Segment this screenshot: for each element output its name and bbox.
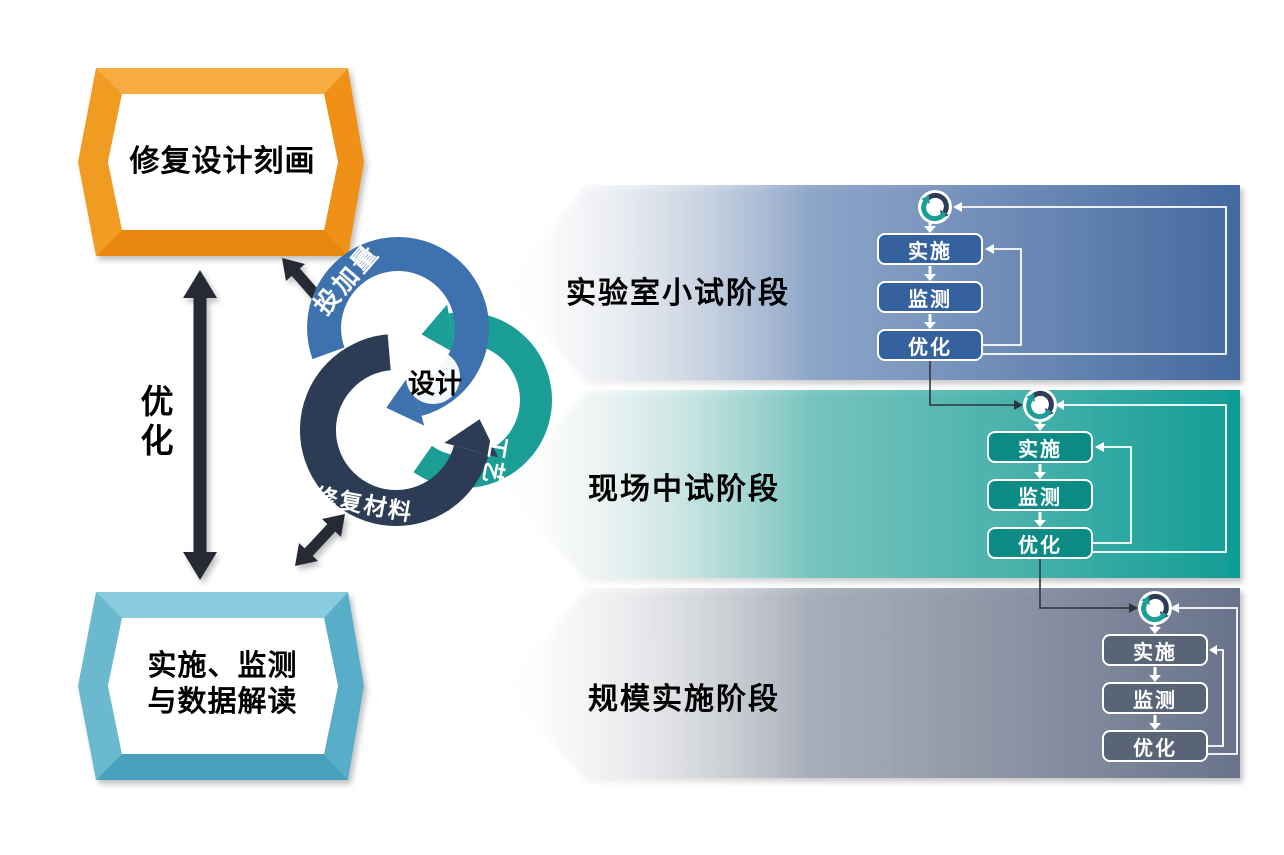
cycle-icon [918, 190, 952, 224]
step-box-monitor: 监测 [987, 479, 1093, 511]
stage1-to-stage2-connector [929, 361, 1023, 410]
cycle-center-label: 设计 [408, 369, 462, 399]
cycle-center-disc [406, 350, 460, 404]
hexagon-bottom-label: 实施、监测 与数据解读 [100, 648, 345, 720]
flow-stage-3 [1174, 607, 1238, 755]
cycle-icon [1023, 388, 1057, 422]
step-box-optimize: 优化 [987, 527, 1093, 559]
band-lab-stage [502, 185, 1240, 380]
hexagon-top-label: 修复设计刻画 [129, 145, 316, 178]
flow-stage-2-arrows [1034, 400, 1104, 527]
flow-stage-3-arrows [1149, 603, 1217, 730]
flow-stage-2 [1059, 404, 1227, 553]
cycle-arc-material [299, 334, 499, 526]
step-box-monitor: 监测 [1102, 682, 1208, 714]
step-box-implement: 实施 [1102, 634, 1208, 666]
optimize-label: 优化 [136, 384, 173, 462]
band-scale-stage [502, 588, 1240, 778]
hexagon-top [78, 68, 364, 256]
step-box-monitor: 监测 [877, 281, 983, 313]
stage-label-pilot: 现场中试阶段 [588, 473, 780, 506]
flow-stage-1 [957, 206, 1227, 355]
stage-label-lab: 实验室小试阶段 [566, 277, 790, 310]
step-box-optimize: 优化 [1102, 730, 1208, 762]
stage-label-scale: 规模实施阶段 [588, 683, 780, 716]
cycle-icon [1138, 591, 1172, 625]
hexagon-bottom-line2: 与数据解读 [147, 686, 298, 718]
optimize-double-arrow [183, 270, 217, 580]
hexagon-bottom [78, 592, 364, 780]
stage2-to-stage3-connector [1039, 559, 1138, 613]
hexagon-bottom-line1: 实施、监测 [147, 650, 298, 682]
cycle-arc-dosage [307, 237, 490, 426]
step-box-optimize: 优化 [877, 329, 983, 361]
step-box-implement: 实施 [877, 233, 983, 265]
step-box-implement: 实施 [987, 431, 1093, 463]
cycle-to-hex-bottom-arrow [295, 514, 345, 566]
flow-stage-1-arrows [924, 202, 994, 329]
